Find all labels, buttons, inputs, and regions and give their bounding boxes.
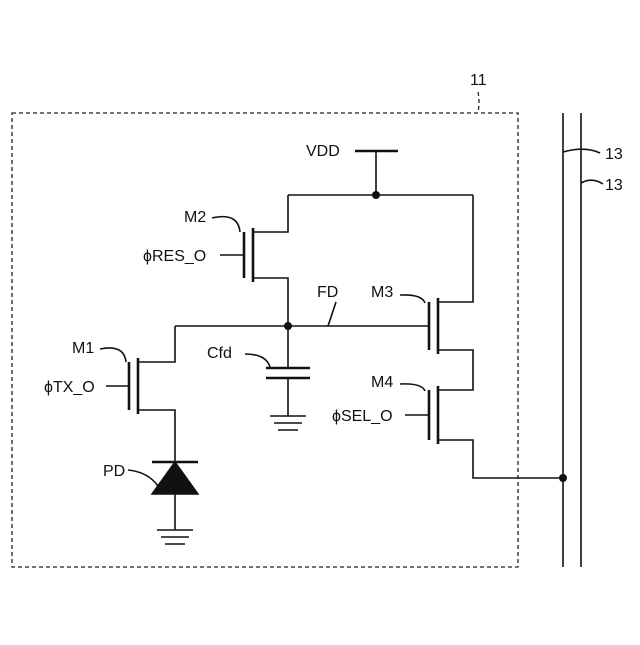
pd-ground-icon [157, 530, 193, 544]
phi-sel-label: ϕSEL_O [332, 408, 393, 425]
cfd-label: Cfd [207, 345, 232, 362]
vertical-line-ref-1: 13 [605, 146, 623, 163]
m4-label: M4 [371, 374, 393, 391]
fd-label: FD [317, 284, 338, 301]
pixel-ref-label: 11 [470, 72, 487, 89]
m4-leader [400, 384, 425, 391]
vdd-node [372, 191, 380, 199]
m3-leader [400, 295, 425, 303]
m2-source-wire [253, 278, 288, 326]
pixel-ref-leader [478, 92, 479, 112]
m3-source-wire [438, 350, 473, 390]
m3-label: M3 [371, 284, 393, 301]
phi-tx-label: ϕTX_O [44, 379, 95, 396]
m1-source-wire [138, 410, 175, 462]
m4-output-wire [438, 440, 563, 478]
output-node [559, 474, 567, 482]
m2-label: M2 [184, 209, 206, 226]
cfd-ground-icon [270, 416, 306, 430]
pd-label: PD [103, 463, 125, 480]
vdd-label: VDD [306, 143, 340, 160]
pd-leader [128, 470, 158, 486]
vertical-line-ref-2: 13 [605, 177, 623, 194]
photodiode-icon [152, 462, 198, 530]
m2-drain-wire [253, 195, 288, 232]
line-ref-leader-2 [581, 180, 603, 184]
m1-leader [100, 348, 126, 362]
m3-drain-wire [438, 195, 473, 302]
m2-leader [212, 217, 240, 232]
fd-leader [328, 302, 336, 326]
m1-drain-wire [138, 326, 175, 362]
phi-res-label: ϕRES_O [143, 248, 206, 265]
m1-label: M1 [72, 340, 94, 357]
cfd-leader [245, 354, 270, 367]
